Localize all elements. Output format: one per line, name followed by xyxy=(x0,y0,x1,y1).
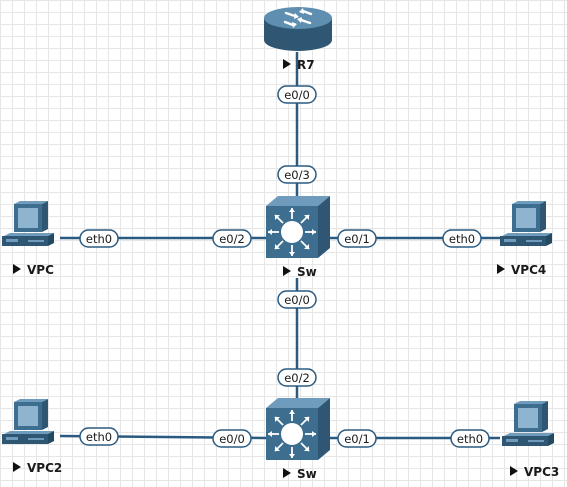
pc-vpc[interactable]: VPC xyxy=(2,201,54,277)
pc-vpc2[interactable]: VPC2 xyxy=(2,399,62,475)
switch-sw-bottom[interactable]: Sw xyxy=(265,397,331,481)
play-triangle-icon xyxy=(13,462,21,472)
pc-vpc4[interactable]: VPC4 xyxy=(497,201,552,277)
port-label-r7-e0-0: e0/0 xyxy=(277,85,317,104)
node-label-sw-bottom: Sw xyxy=(297,467,317,481)
svg-text:eth0: eth0 xyxy=(457,432,483,446)
port-label-sw2-e0-2: e0/2 xyxy=(277,368,317,387)
play-triangle-icon xyxy=(510,466,518,476)
pc-icon xyxy=(500,201,552,246)
port-label-sw1-e0-2: e0/2 xyxy=(212,229,252,248)
switch-sw-top[interactable]: Sw xyxy=(265,195,331,279)
svg-text:e0/0: e0/0 xyxy=(284,293,310,307)
pc-vpc3[interactable]: VPC3 xyxy=(502,401,559,479)
port-label-sw1-e0-3: e0/3 xyxy=(277,165,317,184)
port-label-vpc4-eth0: eth0 xyxy=(442,229,482,248)
svg-text:eth0: eth0 xyxy=(449,232,475,246)
port-label-sw1-e0-1: e0/1 xyxy=(337,229,377,248)
port-label-vpc-eth0: eth0 xyxy=(79,229,119,248)
node-label-vpc: VPC xyxy=(27,263,54,277)
pc-icon xyxy=(2,201,54,246)
port-label-vpc3-eth0: eth0 xyxy=(450,429,490,448)
node-label-r7: R7 xyxy=(297,58,315,72)
play-triangle-icon xyxy=(283,266,291,276)
svg-text:e0/1: e0/1 xyxy=(344,232,370,246)
svg-text:e0/1: e0/1 xyxy=(344,432,370,446)
svg-text:e0/2: e0/2 xyxy=(219,232,245,246)
node-label-vpc2: VPC2 xyxy=(27,461,62,475)
port-labels: e0/0 e0/3 eth0 e0/2 e0/1 eth0 e0/0 e0/2 xyxy=(79,85,490,448)
svg-text:e0/3: e0/3 xyxy=(284,168,310,182)
node-label-vpc4: VPC4 xyxy=(511,263,546,277)
port-label-vpc2-eth0: eth0 xyxy=(79,427,119,446)
multilayer-switch-icon xyxy=(265,397,331,461)
play-triangle-icon xyxy=(283,468,291,478)
port-label-sw2-e0-0: e0/0 xyxy=(212,429,252,448)
svg-text:e0/2: e0/2 xyxy=(284,371,310,385)
svg-text:eth0: eth0 xyxy=(86,232,112,246)
svg-text:e0/0: e0/0 xyxy=(219,432,245,446)
node-label-sw-top: Sw xyxy=(297,265,317,279)
play-triangle-icon xyxy=(283,59,291,69)
pc-icon xyxy=(502,401,554,446)
port-label-sw2-e0-1: e0/1 xyxy=(337,429,377,448)
multilayer-switch-icon xyxy=(265,195,331,259)
router-icon xyxy=(262,6,334,52)
play-triangle-icon xyxy=(497,264,505,274)
port-label-sw1-e0-0: e0/0 xyxy=(277,290,317,309)
pc-icon xyxy=(2,399,54,444)
play-triangle-icon xyxy=(13,264,21,274)
node-label-vpc3: VPC3 xyxy=(524,465,559,479)
router-r7[interactable]: R7 xyxy=(262,6,334,72)
svg-text:eth0: eth0 xyxy=(86,430,112,444)
svg-text:e0/0: e0/0 xyxy=(284,88,310,102)
